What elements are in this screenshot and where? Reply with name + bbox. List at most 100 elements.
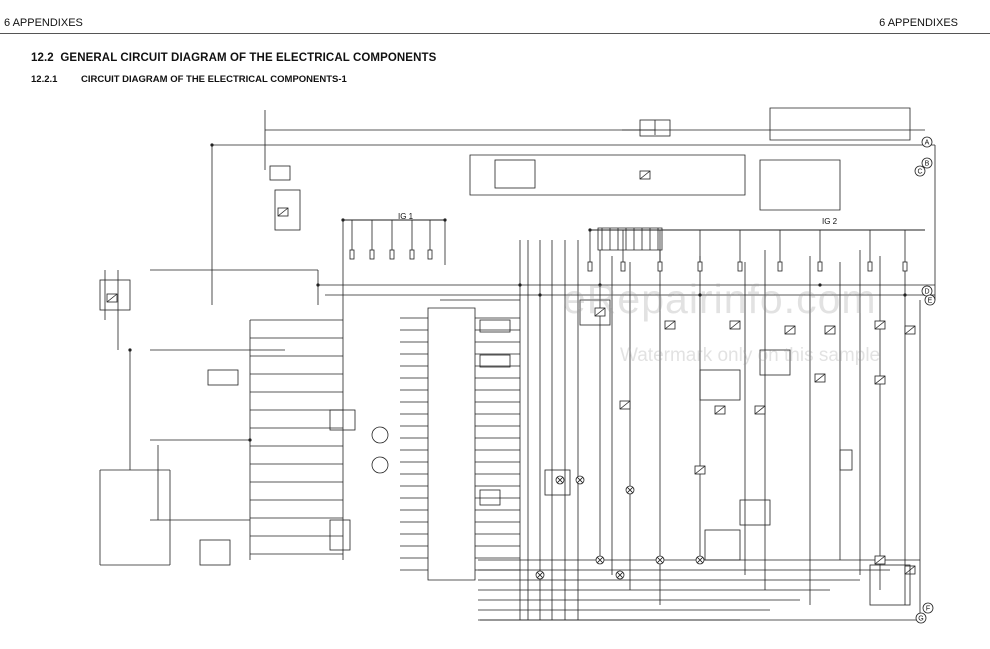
component-box [274,189,301,231]
component-box [759,349,791,376]
fuse [409,249,415,260]
component-box [329,409,356,431]
junction-dot [903,293,907,297]
component-box [839,449,853,471]
fuse [369,249,375,260]
junction-dot [443,218,447,222]
section-number: 12.2 [31,52,54,64]
connector-label: C [917,169,922,176]
junction-dot [698,293,702,297]
relay-diag [277,207,289,217]
junction-dot [538,293,542,297]
watermark-note: Watermark only on this sample [620,345,881,366]
component-box [579,299,611,326]
junction-dot [588,228,592,232]
component-box [199,539,231,566]
relay-diag [874,375,886,385]
wire [597,227,663,251]
junction-dot [248,438,252,442]
fuse [697,261,703,272]
junction-dot [128,348,132,352]
component-box [494,159,536,189]
component-box [699,369,741,401]
connector-circle [924,294,936,306]
lamp-cross [596,556,604,564]
relay-diag [664,320,676,330]
relay-diag [874,320,886,330]
lamp-cross [696,556,704,564]
connector-markers: A BC DE FG [914,136,936,624]
fuse [620,261,626,272]
relay-diag [729,320,741,330]
fuse [349,249,355,260]
component-box [269,165,291,181]
wire [427,307,476,581]
connector-label: E [928,298,933,305]
relay-diag [814,373,826,383]
relay-diag [824,325,836,335]
relay-diag [714,405,726,415]
lamp-cross [656,556,664,564]
junction-dot [341,218,345,222]
component-box [479,489,501,506]
components [99,119,916,606]
motor-icon [371,426,389,444]
fuse [777,261,783,272]
connector-label: A [925,140,930,147]
junction-dot [210,143,214,147]
relay-diag [784,325,796,335]
connector-label: D [924,289,929,296]
connector-label: G [918,616,923,623]
section-heading: 12.2 GENERAL CIRCUIT DIAGRAM OF THE ELEC… [31,52,436,64]
relay-diag [904,325,916,335]
junction-dot [518,283,522,287]
watermark-brand: eRepairinfo.com [563,276,877,322]
page-header-left: 6 APPENDIXES [4,17,83,29]
component-box [479,319,511,333]
wiring [99,107,936,621]
wire [469,154,746,196]
fuse [737,261,743,272]
junction-dot [316,283,320,287]
connector-circle [921,136,933,148]
fuse [817,261,823,272]
relay-diag [694,465,706,475]
component-box [704,529,741,561]
junction-dot [818,283,822,287]
connector-label: B [925,161,930,168]
component-box [329,519,351,551]
relay-diag [874,555,886,565]
fuse [867,261,873,272]
relay-diag [619,400,631,410]
component-box [479,354,511,368]
lamp-cross [616,571,624,579]
lamp-cross [536,571,544,579]
lamp-cross [626,486,634,494]
component-box [739,499,771,526]
component-box [544,469,571,496]
connector-circle [914,165,926,177]
relay-diag [594,307,606,317]
bus-label-ig2: IG 2 [822,217,838,226]
lamp-cross [556,476,564,484]
component-box [207,369,239,386]
bus-labels: IG 1 IG 2 [398,212,838,226]
fuse [587,261,593,272]
connector-label: F [926,606,930,613]
subsection-number: 12.2.1 [31,74,58,85]
fuse [902,261,908,272]
subsection-title: CIRCUIT DIAGRAM OF THE ELECTRICAL COMPON… [81,74,347,85]
connector-circle [915,612,927,624]
relay-diag [639,170,651,180]
fuse [389,249,395,260]
connector-circle [922,602,934,614]
wire [769,107,911,141]
lamp-cross [576,476,584,484]
component-box [869,564,911,606]
motor-icon [371,456,389,474]
header-rule [0,33,990,34]
junction-dot [598,283,602,287]
relay-diag [754,405,766,415]
wire [759,159,841,211]
